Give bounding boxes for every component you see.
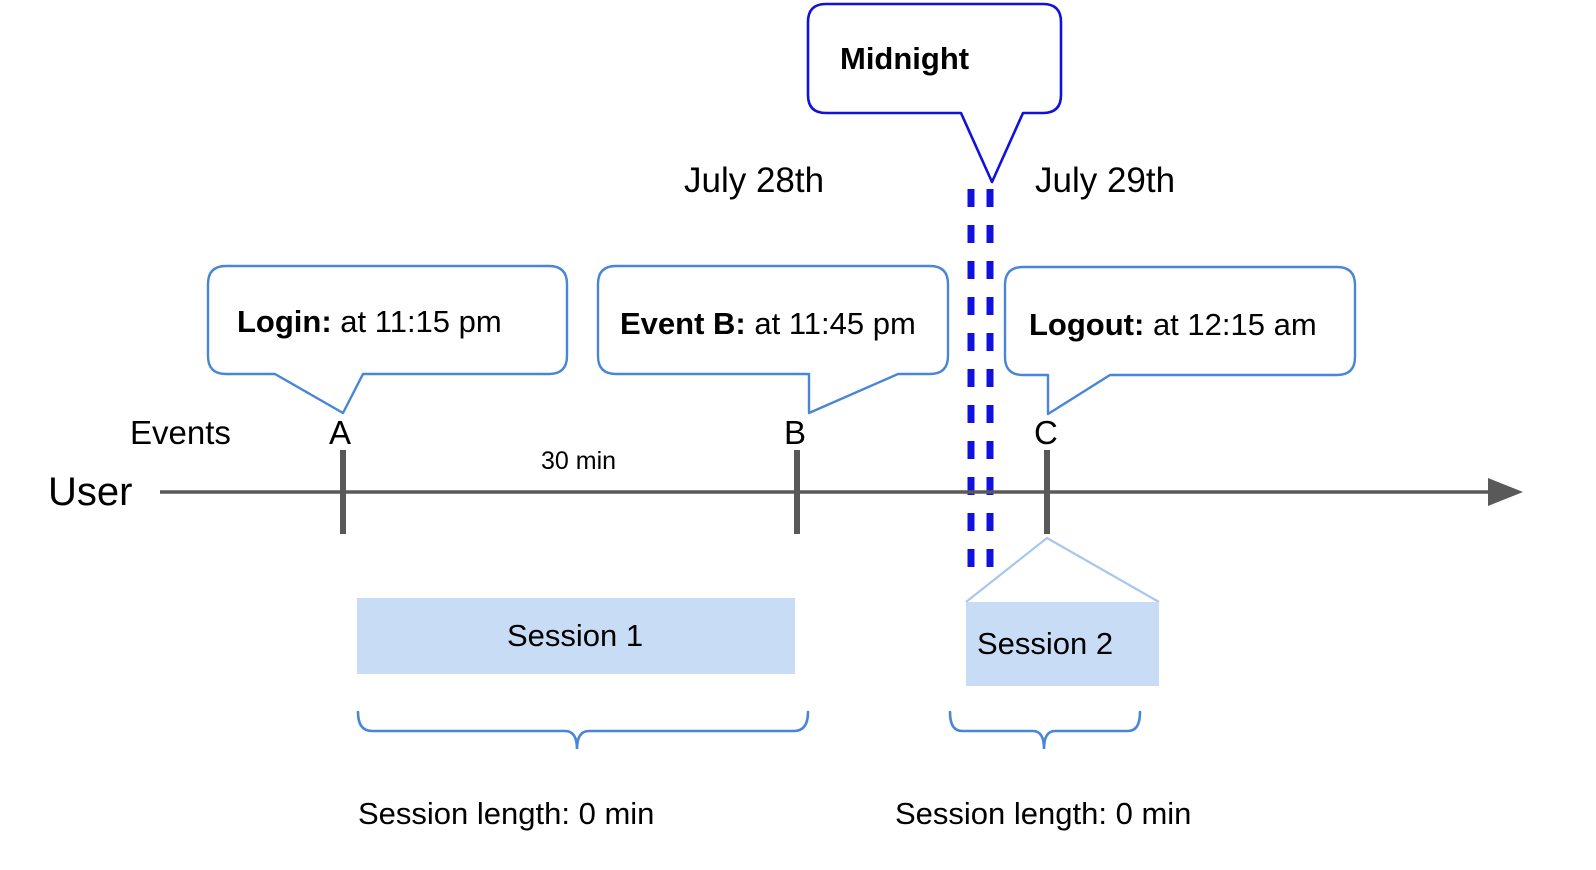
callout-logout-lead: Logout: [1029,307,1145,342]
lane-label-events: Events [130,414,231,451]
session-1-label: Session 1 [507,618,644,653]
callout-shape-login [206,264,569,415]
interval-duration-label: 30 min [541,447,617,475]
callout-shape-event-b [596,264,950,415]
callout-label-logout: Logout: at 12:15 am [1029,309,1317,340]
date-label-right: July 29th [1035,161,1176,200]
callout-shape-logout [1003,265,1357,416]
callout-logout-rest: at 12:15 am [1144,307,1317,342]
session-1-length-label: Session length: 0 min [358,796,655,831]
session-1-brace [356,710,810,750]
midnight-callout-shape [806,2,1063,184]
session-2-brace [948,710,1142,750]
callout-event-b-rest: at 11:45 pm [745,306,916,341]
session-2-box [966,602,1159,686]
session-1-box [357,598,795,674]
callout-login-lead: Login: [237,304,332,339]
callout-login-rest: at 11:15 pm [331,304,502,339]
date-label-left: July 28th [684,161,825,200]
midnight-callout-label: Midnight [840,41,970,76]
event-point-label-a: A [329,414,352,451]
session-2-label: Session 2 [977,626,1114,661]
callout-label-login: Login: at 11:15 pm [237,306,502,337]
session-2-connector [965,536,1160,603]
lane-label-user: User [48,470,133,514]
callout-label-event-b: Event B: at 11:45 pm [620,308,916,339]
event-point-label-b: B [784,414,807,451]
session-2-length-label: Session length: 0 min [895,796,1192,831]
event-point-label-c: C [1034,414,1058,451]
callout-event-b-lead: Event B: [620,306,746,341]
